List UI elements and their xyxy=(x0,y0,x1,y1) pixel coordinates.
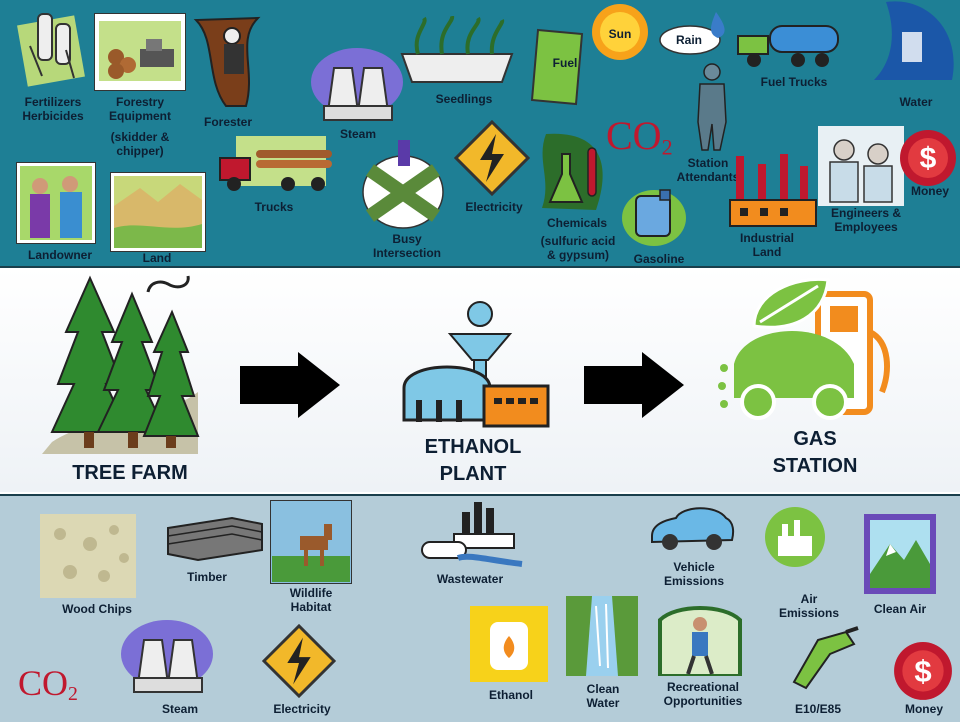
sun-label: Sun xyxy=(608,27,632,41)
power-plant-steam-icon-bottom xyxy=(121,620,213,693)
steam-label-bottom: Steam xyxy=(161,702,199,716)
money-label-top: Money xyxy=(910,184,949,198)
rain-cloud-icon xyxy=(659,12,725,55)
svg-text:$: $ xyxy=(920,142,937,175)
ethanol-icon xyxy=(470,606,548,682)
electricity-icon xyxy=(454,120,530,196)
tree-farm-icon xyxy=(42,275,200,454)
industrial-land-icon xyxy=(729,154,817,227)
sun-icon xyxy=(592,4,648,60)
money-label-bottom: Money xyxy=(904,702,943,716)
fuel-nozzle-icon xyxy=(792,626,859,690)
rain-label: Rain xyxy=(675,33,702,47)
deer-icon xyxy=(270,500,352,584)
landowner-icon xyxy=(16,162,96,244)
air-emissions-icon xyxy=(765,507,825,567)
busy-intersection-icon xyxy=(362,140,444,229)
engineers-label: Engineers &Employees xyxy=(830,206,902,235)
clean-air-icon xyxy=(864,514,936,594)
electricity-label-bottom: Electricity xyxy=(273,702,331,716)
co2-label-top: CO2 xyxy=(606,113,673,160)
money-icon-bottom: $ xyxy=(894,642,952,700)
e10-e85-label: E10/E85 xyxy=(794,702,842,716)
recreation-hiker-icon xyxy=(658,606,742,676)
electricity-label-top: Electricity xyxy=(465,200,523,214)
vehicle-emissions-icon xyxy=(651,507,735,550)
engineers-icon xyxy=(818,126,904,206)
station-attendant-icon xyxy=(697,63,727,151)
land-icon xyxy=(110,172,206,252)
forester-icon xyxy=(193,16,261,107)
ethanol-plant-icon xyxy=(402,301,550,428)
clean-water-icon xyxy=(566,596,638,676)
trucks-label: Trucks xyxy=(254,200,294,214)
gas-station-icon xyxy=(718,277,890,420)
wastewater-icon xyxy=(421,502,523,567)
fuel-truck-icon xyxy=(737,25,839,67)
fuel-barrel-icon xyxy=(530,28,584,106)
ethanol-label: Ethanol xyxy=(489,688,533,702)
water-label: Water xyxy=(899,95,933,109)
fuel-trucks-label: Fuel Trucks xyxy=(760,75,828,89)
wood-chips-icon xyxy=(40,514,136,598)
flow-arrow-icon-2 xyxy=(584,352,684,418)
timber-label: Timber xyxy=(187,570,227,584)
gasoline-label: Gasoline xyxy=(633,252,685,266)
chemicals-label: Chemicals xyxy=(546,216,608,230)
land-label: Land xyxy=(142,251,172,265)
svg-text:$: $ xyxy=(914,653,931,688)
seedlings-icon xyxy=(400,16,514,83)
forestry-equipment-sub-label: (skidder &chipper) xyxy=(110,130,170,159)
gasoline-can-icon xyxy=(622,189,686,246)
forester-label: Forester xyxy=(203,115,253,129)
chemicals-flask-icon xyxy=(542,133,603,210)
flow-arrow-icon xyxy=(240,352,340,418)
wood-chips-label: Wood Chips xyxy=(62,602,132,616)
fuel-label: Fuel xyxy=(552,56,578,70)
electricity-icon-bottom xyxy=(262,624,336,698)
fertilizer-bottles-icon xyxy=(17,13,85,87)
wastewater-label: Wastewater xyxy=(436,572,504,586)
steam-label-top: Steam xyxy=(339,127,377,141)
timber-icon xyxy=(167,516,263,562)
co2-label-bottom: CO2 xyxy=(18,663,78,705)
power-plant-steam-icon xyxy=(311,48,403,121)
money-icon-top: $ xyxy=(900,130,956,186)
chemicals-sub-label: (sulfuric acid& gypsum) xyxy=(540,234,616,263)
tree-farm-label: TREE FARM xyxy=(72,462,188,484)
logging-truck-icon xyxy=(219,136,332,191)
landowner-label: Landowner xyxy=(27,248,92,262)
clean-air-label: Clean Air xyxy=(873,602,927,616)
water-icon xyxy=(874,1,954,81)
skidder-icon xyxy=(94,13,186,91)
seedlings-label: Seedlings xyxy=(435,92,493,106)
